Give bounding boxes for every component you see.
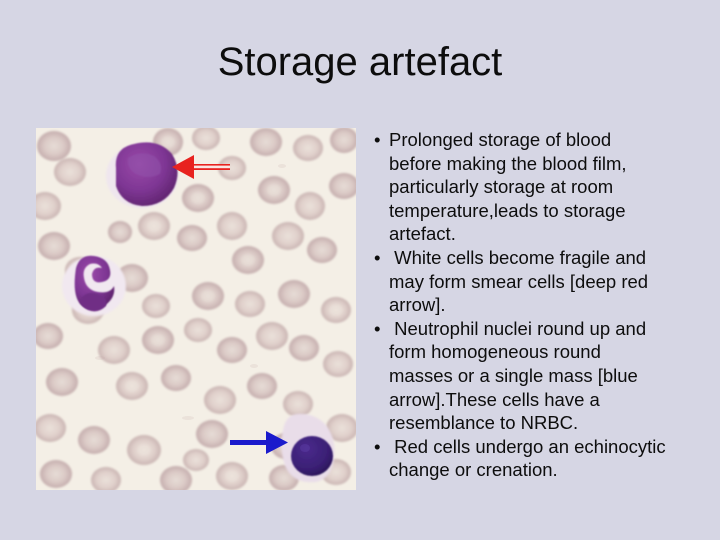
list-item: • Neutrophil nuclei round up and form ho…	[372, 317, 668, 435]
list-item: • White cells become fragile and may for…	[372, 246, 668, 317]
blood-film-micrograph	[36, 128, 356, 490]
bullet-marker: •	[374, 317, 381, 339]
page-title: Storage artefact	[217, 40, 503, 84]
neutrophil-lobed	[62, 255, 126, 316]
central-pallor	[125, 136, 343, 482]
bullet-text: White cells become fragile and may form …	[389, 246, 654, 316]
red-arrow	[172, 155, 230, 179]
list-item: • Red cells undergo an echinocytic chang…	[372, 435, 668, 482]
list-item: • Prolonged storage of blood before maki…	[372, 128, 668, 246]
smear-cell	[106, 142, 178, 208]
bullet-text: Neutrophil nuclei round up and form homo…	[389, 317, 652, 434]
rounded-nucleus-cell	[281, 413, 335, 483]
bullet-text: Red cells undergo an echinocytic change …	[389, 435, 671, 481]
bullet-text: Prolonged storage of blood before making…	[389, 129, 632, 245]
stain-speckle	[95, 164, 286, 420]
micrograph-canvas	[36, 128, 356, 490]
bullet-marker: •	[374, 129, 381, 150]
blue-arrow	[230, 431, 288, 454]
red-blood-cells	[36, 128, 356, 490]
bullet-list: • Prolonged storage of blood before maki…	[372, 128, 668, 482]
bullet-marker: •	[374, 435, 381, 457]
bullet-marker: •	[374, 246, 381, 268]
